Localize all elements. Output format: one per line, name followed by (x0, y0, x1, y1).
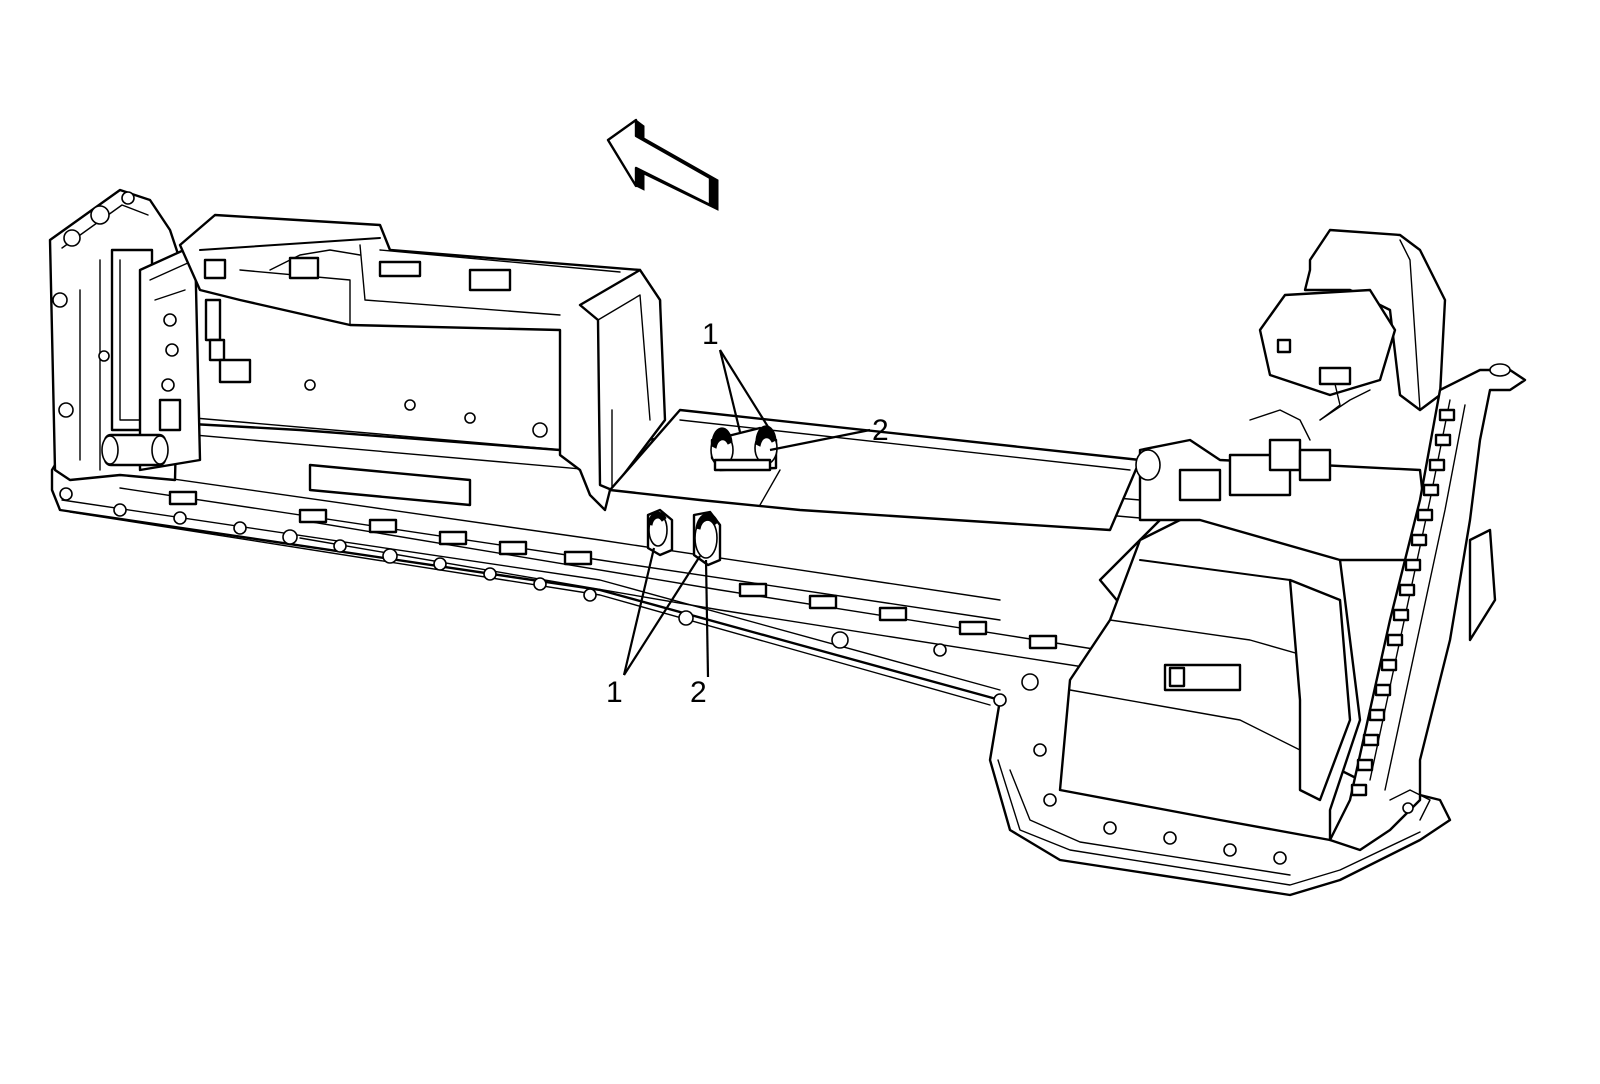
callout-2-upper: 2 (872, 414, 889, 447)
rail-clips (168, 490, 1058, 650)
rail-links (1350, 408, 1456, 797)
right-side-rail (1328, 363, 1527, 852)
callout-leaders (622, 349, 871, 678)
forward-arrow-icon (606, 118, 719, 211)
left-module-cover (178, 213, 667, 512)
right-module-cover (1058, 508, 1362, 842)
callout-1-lower: 1 (606, 676, 623, 709)
right-rear-cover (1258, 228, 1447, 421)
left-control-module (101, 243, 252, 472)
upper-retainer-clips (710, 425, 778, 472)
callout-1-upper: 1 (702, 318, 719, 351)
lower-retainer-clips (646, 508, 722, 567)
callout-2-lower: 2 (690, 676, 707, 709)
